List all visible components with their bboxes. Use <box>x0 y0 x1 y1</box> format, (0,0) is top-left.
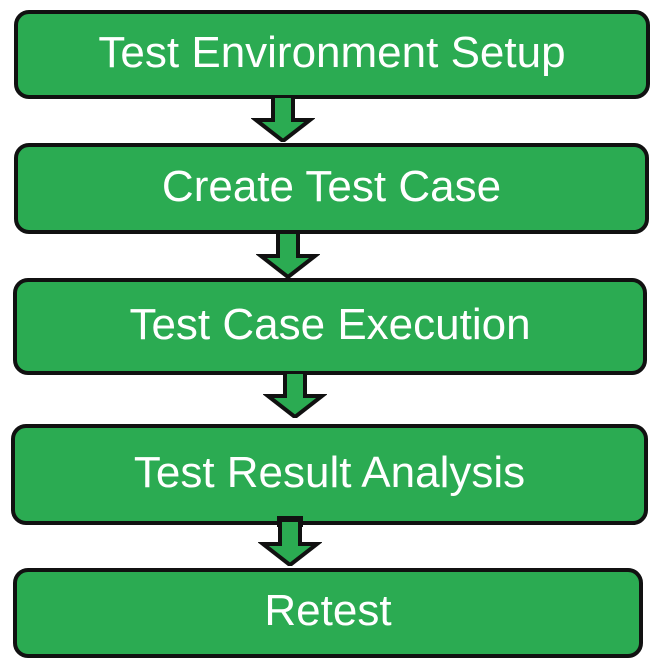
step-box-test-environment-setup: Test Environment Setup <box>14 10 650 99</box>
step-label: Test Case Execution <box>129 299 531 349</box>
step-box-test-case-execution: Test Case Execution <box>13 278 647 375</box>
down-arrow-icon <box>263 372 327 418</box>
down-arrow-icon <box>258 520 322 566</box>
step-label: Test Result Analysis <box>133 447 526 497</box>
step-box-retest: Retest <box>13 568 643 658</box>
down-arrow-icon <box>256 232 320 278</box>
step-label: Test Environment Setup <box>98 27 566 77</box>
step-box-create-test-case: Create Test Case <box>14 143 649 234</box>
step-label: Retest <box>264 586 392 635</box>
step-box-test-result-analysis: Test Result Analysis <box>11 424 648 525</box>
down-arrow-icon <box>251 96 315 142</box>
step-label: Create Test Case <box>161 161 502 211</box>
